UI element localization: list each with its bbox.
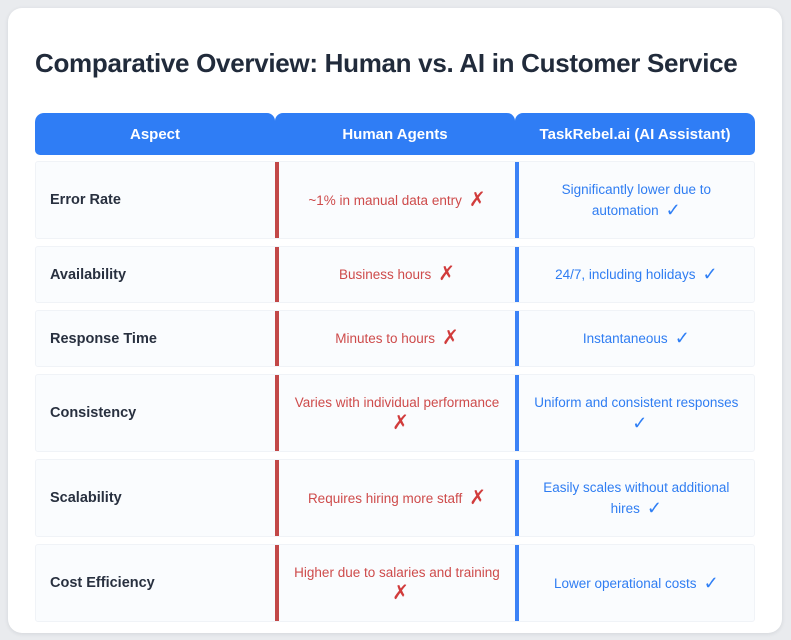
ai-value-text: Instantaneous [582, 331, 668, 346]
cross-icon: ✗ [442, 327, 459, 349]
check-icon: ✓ [703, 572, 719, 593]
human-value-text: Minutes to hours [335, 331, 436, 346]
check-icon: ✓ [674, 328, 690, 348]
aspect-cell: Response Time [50, 330, 157, 347]
ai-value-text: Easily scales without additional hires [543, 480, 730, 516]
cross-icon: ✗ [469, 486, 487, 509]
header-cell-aspect: Aspect [35, 113, 275, 155]
ai-value-cell: 24/7, including holidays ✓ [514, 247, 754, 302]
ai-value-text: Lower operational costs [553, 575, 697, 591]
aspect-cell: Cost Efficiency [50, 575, 155, 591]
human-value-cell: Business hours ✗ [275, 247, 514, 302]
aspect-cell: Scalability [50, 490, 122, 506]
human-value-text: ~1% in manual data entry [308, 192, 462, 208]
table-header: Aspect Human Agents TaskRebel.ai (AI Ass… [35, 113, 755, 155]
human-value-cell: Higher due to salaries and training ✗ [275, 545, 514, 621]
human-value-text: Higher due to salaries and training [294, 565, 500, 580]
ai-value-text: Uniform and consistent responses [534, 395, 739, 410]
ai-value-cell: Significantly lower due to automation✓ [514, 162, 754, 238]
check-icon: ✓ [702, 264, 718, 284]
aspect-cell: Availability [50, 266, 127, 283]
table-row: Error Rate ~1% in manual data entry ✗ Sig… [35, 161, 755, 239]
cross-icon: ✗ [392, 412, 409, 434]
header-cell-ai-assistant: TaskRebel.ai (AI Assistant) [515, 113, 755, 155]
ai-value-cell: Uniform and consistent responses ✓ [514, 375, 754, 451]
table-row: Consistency Varies with individual perfo… [35, 374, 755, 452]
header-cell-human-agents: Human Agents [275, 113, 515, 155]
human-value-cell: Minutes to hours ✗ [275, 311, 514, 366]
human-value-cell: ~1% in manual data entry ✗ [275, 162, 514, 238]
table-body: Error Rate ~1% in manual data entry ✗ Sig… [35, 161, 755, 622]
table-row: Availability Business hours ✗ 24/7, inclu… [35, 246, 755, 303]
ai-value-text: 24/7, including holidays [555, 267, 696, 282]
aspect-cell: Consistency [50, 405, 137, 421]
cross-icon: ✗ [438, 263, 456, 285]
human-value-text: Requires hiring more staff [307, 490, 463, 506]
cross-icon: ✗ [392, 582, 409, 604]
ai-value-cell: Instantaneous ✓ [514, 311, 754, 366]
table-row: Response Time Minutes to hours ✗ Instanta… [35, 310, 755, 367]
check-icon: ✓ [646, 498, 662, 518]
check-icon: ✓ [632, 413, 648, 433]
ai-value-cell: Easily scales without additional hires✓ [514, 460, 754, 536]
aspect-cell: Error Rate [50, 192, 121, 208]
table-row: Cost Efficiency Higher due to salaries a… [35, 544, 755, 622]
human-value-text: Business hours [338, 267, 432, 282]
human-value-cell: Requires hiring more staff ✗ [275, 460, 514, 536]
ai-value-text: Significantly lower due to automation [561, 182, 711, 218]
page-title: Comparative Overview: Human vs. AI in Cu… [35, 48, 738, 78]
check-icon: ✓ [665, 200, 681, 220]
content-card: Comparative Overview: Human vs. AI in Cu… [8, 8, 782, 633]
cross-icon: ✗ [468, 188, 486, 211]
human-value-cell: Varies with individual performance ✗ [275, 375, 514, 451]
table-row: Scalability Requires hiring more staff✗ … [35, 459, 755, 537]
ai-value-cell: Lower operational costs ✓ [514, 545, 754, 621]
human-value-text: Varies with individual performance [294, 395, 500, 410]
comparison-table: Aspect Human Agents TaskRebel.ai (AI Ass… [35, 113, 755, 622]
